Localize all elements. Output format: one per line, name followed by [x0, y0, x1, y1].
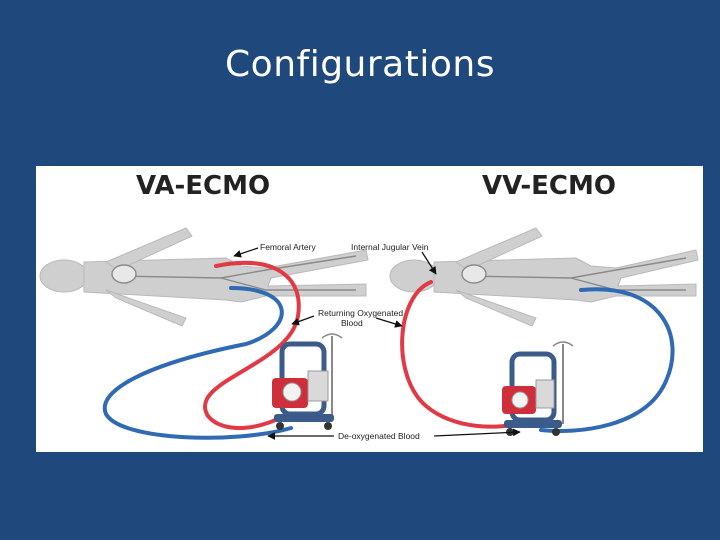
- ecmo-diagram-svg: VA-ECMO VV-ECMO: [39, 171, 699, 441]
- va-ecmo-machine: [272, 333, 343, 430]
- vv-ecmo-heading: VV-ECMO: [482, 171, 616, 201]
- vv-vessels: [461, 257, 687, 291]
- returning-blood-label: Blood: [341, 318, 363, 328]
- deoxygenated-blood-label: De-oxygenated Blood: [338, 431, 420, 441]
- va-ecmo-heading: VA-ECMO: [136, 171, 270, 201]
- femoral-artery-label: Femoral Artery: [260, 242, 316, 252]
- vv-body-silhouette: [389, 227, 699, 327]
- internal-jugular-vein-label: Internal Jugular Vein: [351, 242, 429, 252]
- vv-oxygenated-line: [400, 280, 518, 429]
- ecmo-diagram: VA-ECMO VV-ECMO: [36, 166, 703, 452]
- va-oxygenated-line: [203, 260, 301, 430]
- vv-ecmo-machine: [502, 341, 574, 436]
- vv-deoxygenated-line: [539, 287, 675, 434]
- va-deoxygenated-line: [102, 286, 293, 440]
- slide-title: Configurations: [225, 44, 495, 85]
- va-vessels: [111, 255, 357, 291]
- annotation-arrows: [233, 247, 521, 440]
- returning-oxygenated-label: Returning Oxygenated: [318, 308, 403, 318]
